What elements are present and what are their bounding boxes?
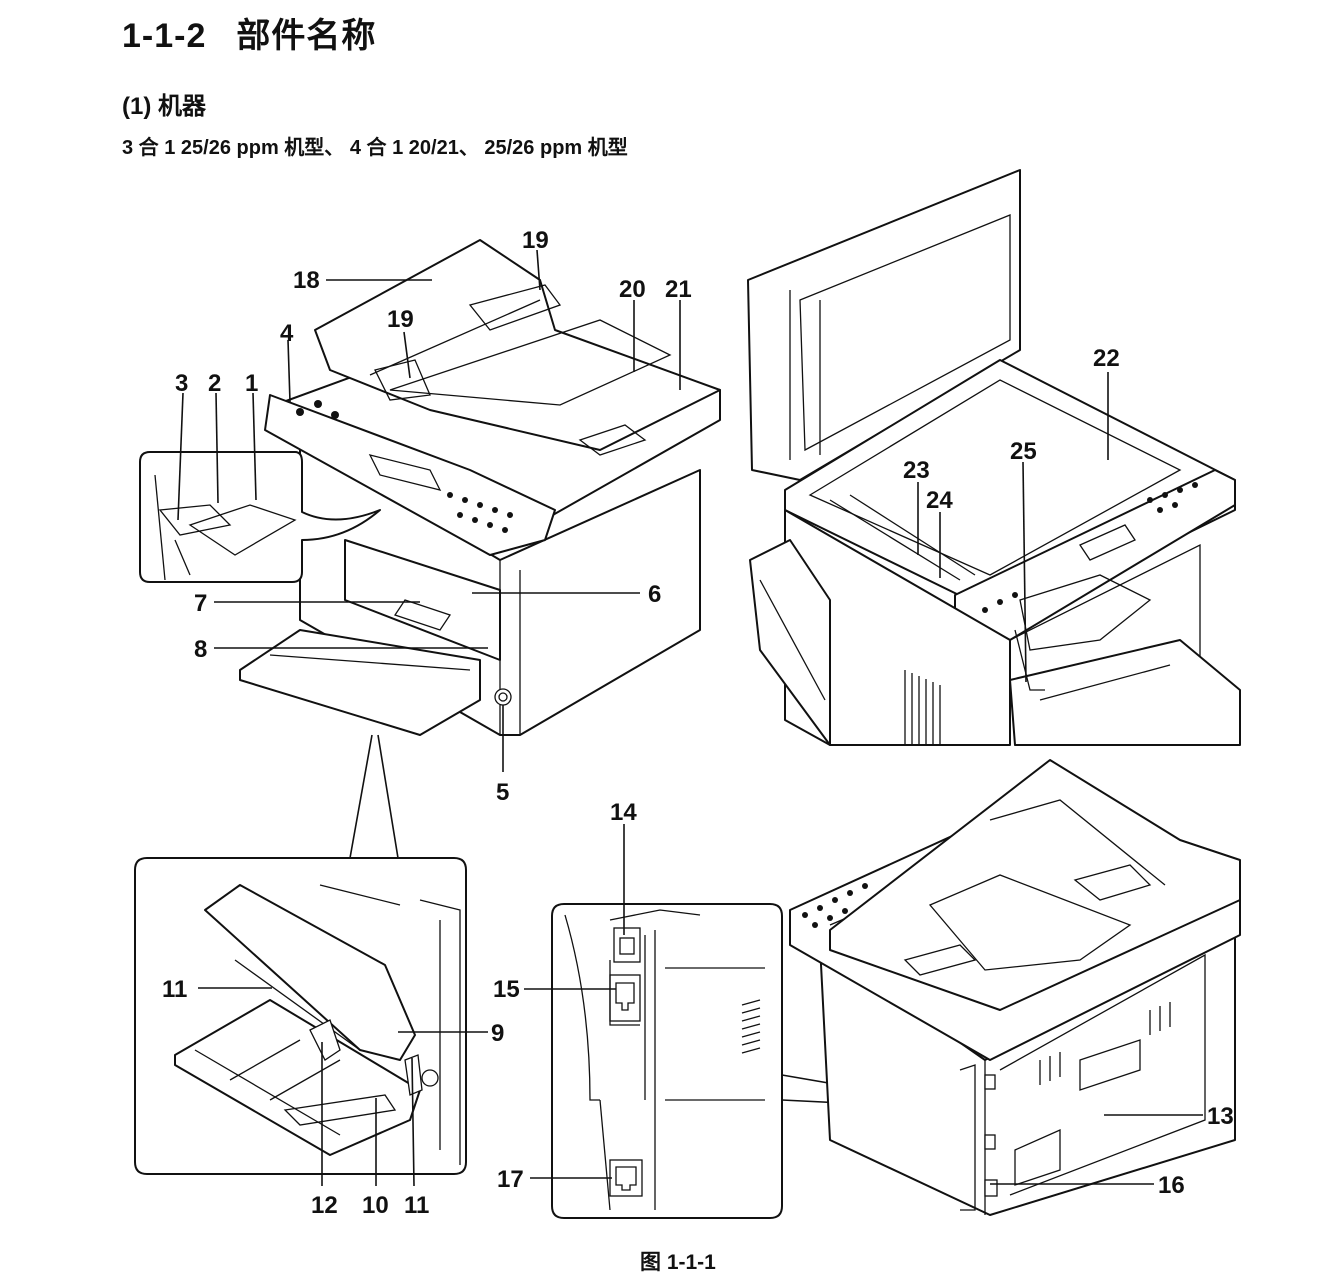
callout-9: 9 bbox=[491, 1020, 504, 1047]
inner-view-illustration bbox=[747, 169, 1241, 746]
callout-labels: 18 19 19 20 21 4 3 2 1 7 6 8 5 22 23 24 … bbox=[162, 227, 1234, 1219]
callout-10: 10 bbox=[362, 1192, 389, 1219]
callout-6: 6 bbox=[648, 581, 661, 608]
rear-view-illustration bbox=[789, 759, 1241, 1216]
callout-16: 16 bbox=[1158, 1172, 1185, 1199]
callout-7: 7 bbox=[194, 590, 207, 617]
figure-caption: 图 1-1-1 bbox=[640, 1251, 716, 1274]
model-list: 3 合 1 25/26 ppm 机型、 4 合 1 20/21、 25/26 p… bbox=[122, 137, 628, 159]
output-stopper-inset bbox=[139, 451, 381, 583]
callout-1: 1 bbox=[245, 370, 258, 397]
callout-3: 3 bbox=[175, 370, 188, 397]
callout-20: 20 bbox=[619, 276, 646, 303]
section-title: 部件名称 bbox=[236, 17, 377, 55]
section-heading: 1-1-2 部件名称 bbox=[122, 8, 376, 57]
callout-15: 15 bbox=[493, 976, 520, 1003]
callout-11-a: 11 bbox=[162, 976, 187, 1003]
callout-18: 18 bbox=[293, 267, 320, 294]
callout-2: 2 bbox=[208, 370, 221, 397]
callout-24: 24 bbox=[926, 487, 953, 514]
subsection-heading: (1) 机器 bbox=[122, 93, 206, 120]
paper-tray-inset bbox=[134, 857, 467, 1175]
callout-22: 22 bbox=[1093, 345, 1120, 372]
leader-lines bbox=[177, 249, 1203, 1187]
section-number: 1-1-2 bbox=[122, 17, 207, 55]
callout-4: 4 bbox=[280, 320, 294, 347]
callout-19-b: 19 bbox=[387, 306, 414, 333]
callout-5: 5 bbox=[496, 779, 509, 806]
callout-19-a: 19 bbox=[522, 227, 549, 254]
callout-17: 17 bbox=[497, 1166, 524, 1193]
callout-12: 12 bbox=[311, 1192, 338, 1219]
callout-14: 14 bbox=[610, 799, 637, 826]
callout-8: 8 bbox=[194, 636, 207, 663]
interface-connector-inset bbox=[551, 903, 783, 1219]
callout-25: 25 bbox=[1010, 438, 1037, 465]
front-view-illustration bbox=[239, 239, 721, 736]
callout-23: 23 bbox=[903, 457, 930, 484]
callout-21: 21 bbox=[665, 276, 692, 303]
callout-11-b: 11 bbox=[404, 1192, 429, 1219]
callout-13: 13 bbox=[1207, 1103, 1234, 1130]
